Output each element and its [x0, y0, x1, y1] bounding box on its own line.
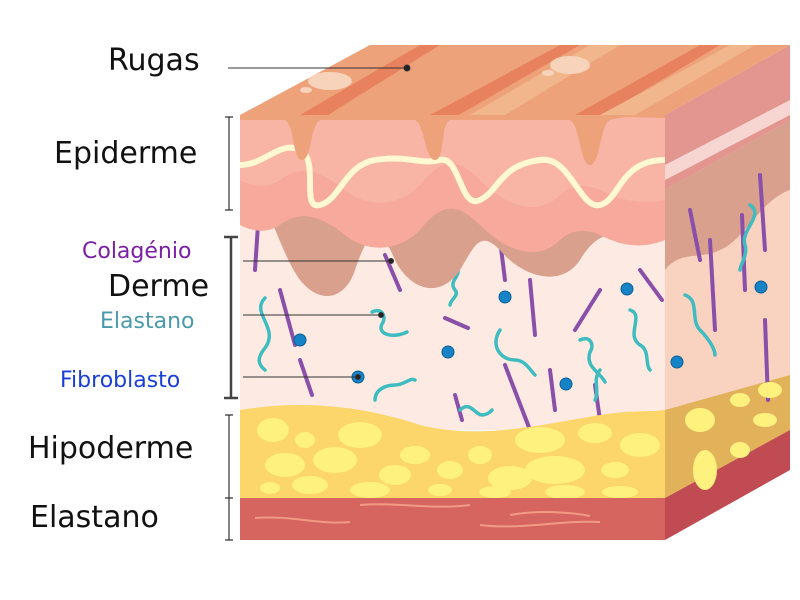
fibroblast-cell — [620, 282, 634, 296]
elastin-fiber — [257, 296, 272, 372]
collagen-fiber — [548, 368, 557, 412]
collagen-fiber — [573, 288, 602, 332]
hypodermis-layer — [240, 382, 782, 499]
collagen-fiber — [253, 223, 260, 272]
fat-cell — [693, 450, 717, 490]
fat-cell — [685, 408, 715, 432]
fat-cell — [758, 382, 782, 398]
elastin-fiber — [593, 368, 602, 402]
fat-cell — [428, 484, 452, 496]
elastin-fiber — [738, 203, 757, 272]
fat-cell — [292, 476, 328, 494]
label-collagen: Colagénio — [82, 239, 192, 264]
fat-cell — [265, 453, 305, 477]
collagen-fiber — [443, 316, 470, 330]
fat-cell — [468, 446, 492, 464]
fibroblast-cell — [670, 355, 684, 369]
fat-cell — [515, 427, 565, 453]
elastin-fiber — [370, 309, 409, 337]
collagen-fiber — [453, 393, 464, 422]
label-elastin: Elastano — [100, 309, 195, 334]
fibroblast-cell — [754, 280, 768, 294]
collagen-fiber — [278, 288, 297, 347]
fat-cell — [620, 433, 660, 457]
elastin-fiber — [373, 377, 417, 402]
elastin-fiber — [628, 308, 652, 372]
fibroblast-cell — [559, 377, 573, 391]
fat-cell — [601, 462, 629, 478]
fat-cell — [295, 432, 315, 448]
fat-cell — [379, 465, 411, 485]
collagen-fiber — [708, 238, 717, 332]
fat-cells — [257, 382, 782, 499]
label-hypodermis: Hipoderme — [28, 431, 194, 466]
layer-brackets — [224, 116, 238, 541]
fat-cell — [257, 418, 289, 442]
collagen-fiber — [758, 173, 767, 252]
collagen-fiber — [638, 268, 664, 302]
elastin-fiber — [683, 293, 717, 357]
muscle-layer — [240, 498, 665, 540]
fat-cell — [479, 486, 511, 498]
fibroblast-cell — [441, 345, 455, 359]
collagen-fiber — [740, 213, 747, 292]
fat-cell — [730, 393, 750, 407]
epidermis-layer — [239, 115, 666, 297]
fibroblast-cell — [498, 290, 512, 304]
pointer-lines — [228, 64, 411, 380]
fat-cell — [545, 485, 585, 499]
fat-cell — [260, 482, 280, 494]
fat-cell — [525, 456, 585, 484]
fat-cell — [313, 447, 357, 473]
fat-cell — [338, 422, 382, 448]
collagen-fiber — [528, 278, 537, 337]
side-face — [665, 45, 790, 540]
fat-cell — [753, 413, 777, 427]
fat-cell — [602, 486, 638, 498]
fat-cell — [400, 446, 430, 464]
fat-cell — [488, 466, 532, 490]
fat-cell — [437, 461, 463, 479]
label-wrinkles: Rugas — [108, 43, 200, 78]
fibroblast-cell — [293, 333, 307, 347]
top-face — [240, 45, 790, 120]
label-elastin-bottom: Elastano — [30, 500, 159, 535]
label-epidermis: Epiderme — [54, 136, 198, 171]
fat-cell — [578, 423, 612, 443]
collagen-fiber — [503, 363, 532, 432]
collagen-fiber — [688, 208, 702, 262]
elastin-fiber — [458, 404, 494, 417]
label-dermis: Derme — [108, 269, 210, 304]
dermis-fibers — [253, 173, 770, 432]
label-fibroblast: Fibroblasto — [60, 368, 181, 393]
fat-cell — [350, 482, 390, 498]
elastin-fiber — [494, 328, 537, 377]
fat-cell — [730, 442, 750, 458]
